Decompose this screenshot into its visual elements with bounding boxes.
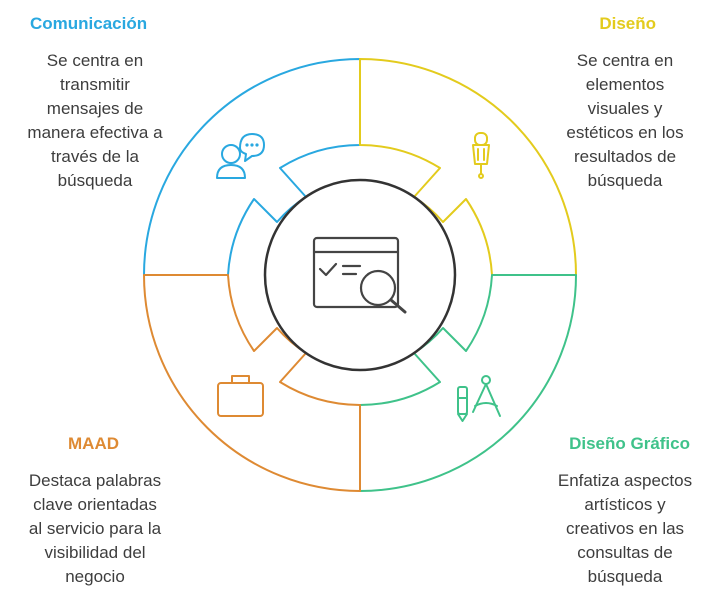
description-line: búsqueda (57, 171, 133, 190)
title-comunicacion: Comunicación (30, 14, 148, 33)
search-window-icon (312, 236, 407, 314)
description-line: creativos en las (565, 519, 685, 538)
description-comunicacion: Se centra en transmitir mensajes de mane… (0, 49, 190, 193)
description-line: resultados de (573, 147, 677, 166)
briefcase-icon (217, 375, 264, 417)
segment-maad (143, 274, 361, 492)
description-line: negocio (65, 567, 125, 586)
description-line: estéticos en los (566, 123, 684, 142)
description-diseno: Se centra en elementos visuales y estéti… (530, 49, 720, 193)
description-line: Se centra en (46, 51, 144, 70)
title-diseno-grafico: Diseño Gráfico (569, 434, 690, 453)
title-maad: MAAD (68, 434, 119, 453)
description-line: clave orientadas (33, 495, 157, 514)
pen-nib-icon (472, 132, 490, 179)
description-line: manera efectiva a (27, 123, 163, 142)
description-line: Se centra en (576, 51, 674, 70)
description-line: visibilidad del (44, 543, 146, 562)
description-line: elementos (585, 75, 665, 94)
description-line: consultas de (577, 543, 673, 562)
drafting-tools-icon (457, 375, 501, 422)
title-diseno: Diseño (599, 14, 656, 33)
description-line: visuales y (587, 99, 663, 118)
description-line: Enfatiza aspectos (557, 471, 693, 490)
description-line: artísticos y (584, 495, 666, 514)
user-chat-icon (216, 133, 265, 179)
description-line: al servicio para la (28, 519, 162, 538)
description-line: búsqueda (587, 567, 663, 586)
description-line: Destaca palabras (28, 471, 162, 490)
description-diseno-grafico: Enfatiza aspectos artísticos y creativos… (530, 469, 720, 589)
description-line: través de la (51, 147, 139, 166)
description-line: mensajes de (46, 99, 144, 118)
center-circle (263, 178, 457, 372)
description-line: búsqueda (587, 171, 663, 190)
description-line: transmitir (60, 75, 130, 94)
description-maad: Destaca palabras clave orientadas al ser… (0, 469, 190, 589)
